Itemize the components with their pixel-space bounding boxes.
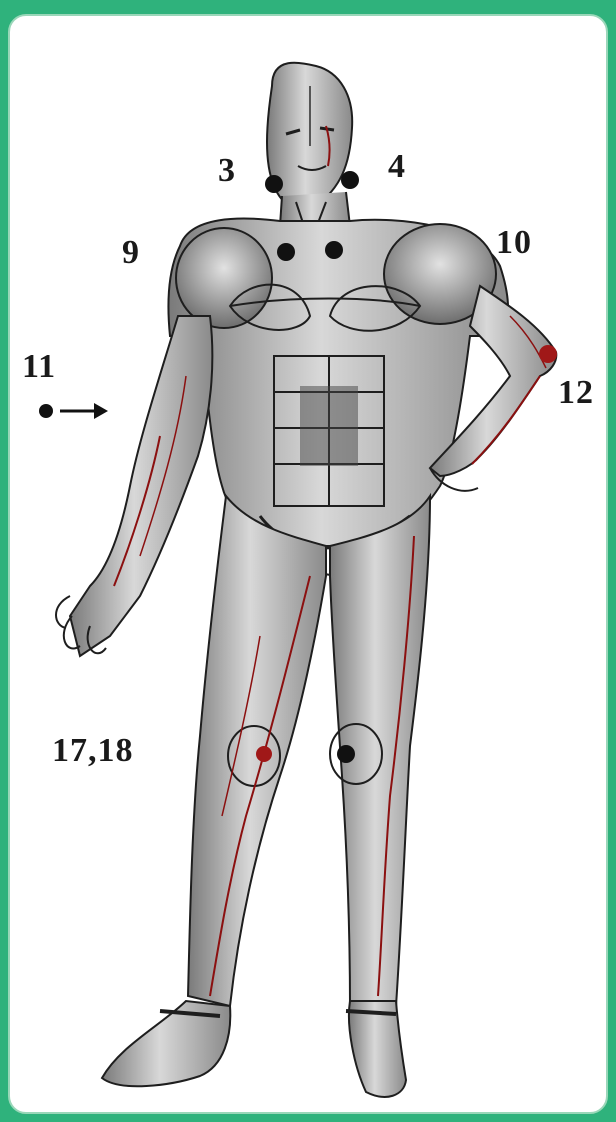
- point-11-marker-icon: [39, 404, 53, 418]
- label-4: 4: [388, 148, 406, 186]
- diagram-panel: 3 4 9 10 11 12 17,18: [8, 14, 608, 1114]
- point-9-marker-icon: [277, 243, 295, 261]
- point-4-marker-icon: [341, 171, 359, 189]
- point-knee-marker-icon: [337, 745, 355, 763]
- torso: [168, 219, 508, 576]
- anatomy-figure: [10, 16, 608, 1114]
- label-3: 3: [218, 152, 236, 190]
- point-3-marker-icon: [265, 175, 283, 193]
- label-12: 12: [558, 374, 594, 412]
- point-17-18-marker-icon: [256, 746, 272, 762]
- legs: [102, 496, 430, 1097]
- arrow-right-icon: [60, 403, 108, 419]
- label-10: 10: [496, 224, 532, 262]
- label-11: 11: [22, 348, 56, 386]
- label-9: 9: [122, 234, 140, 272]
- left-arm: [56, 316, 212, 656]
- point-12-marker-icon: [539, 345, 557, 363]
- point-10-marker-icon: [325, 241, 343, 259]
- label-17-18: 17,18: [52, 732, 134, 770]
